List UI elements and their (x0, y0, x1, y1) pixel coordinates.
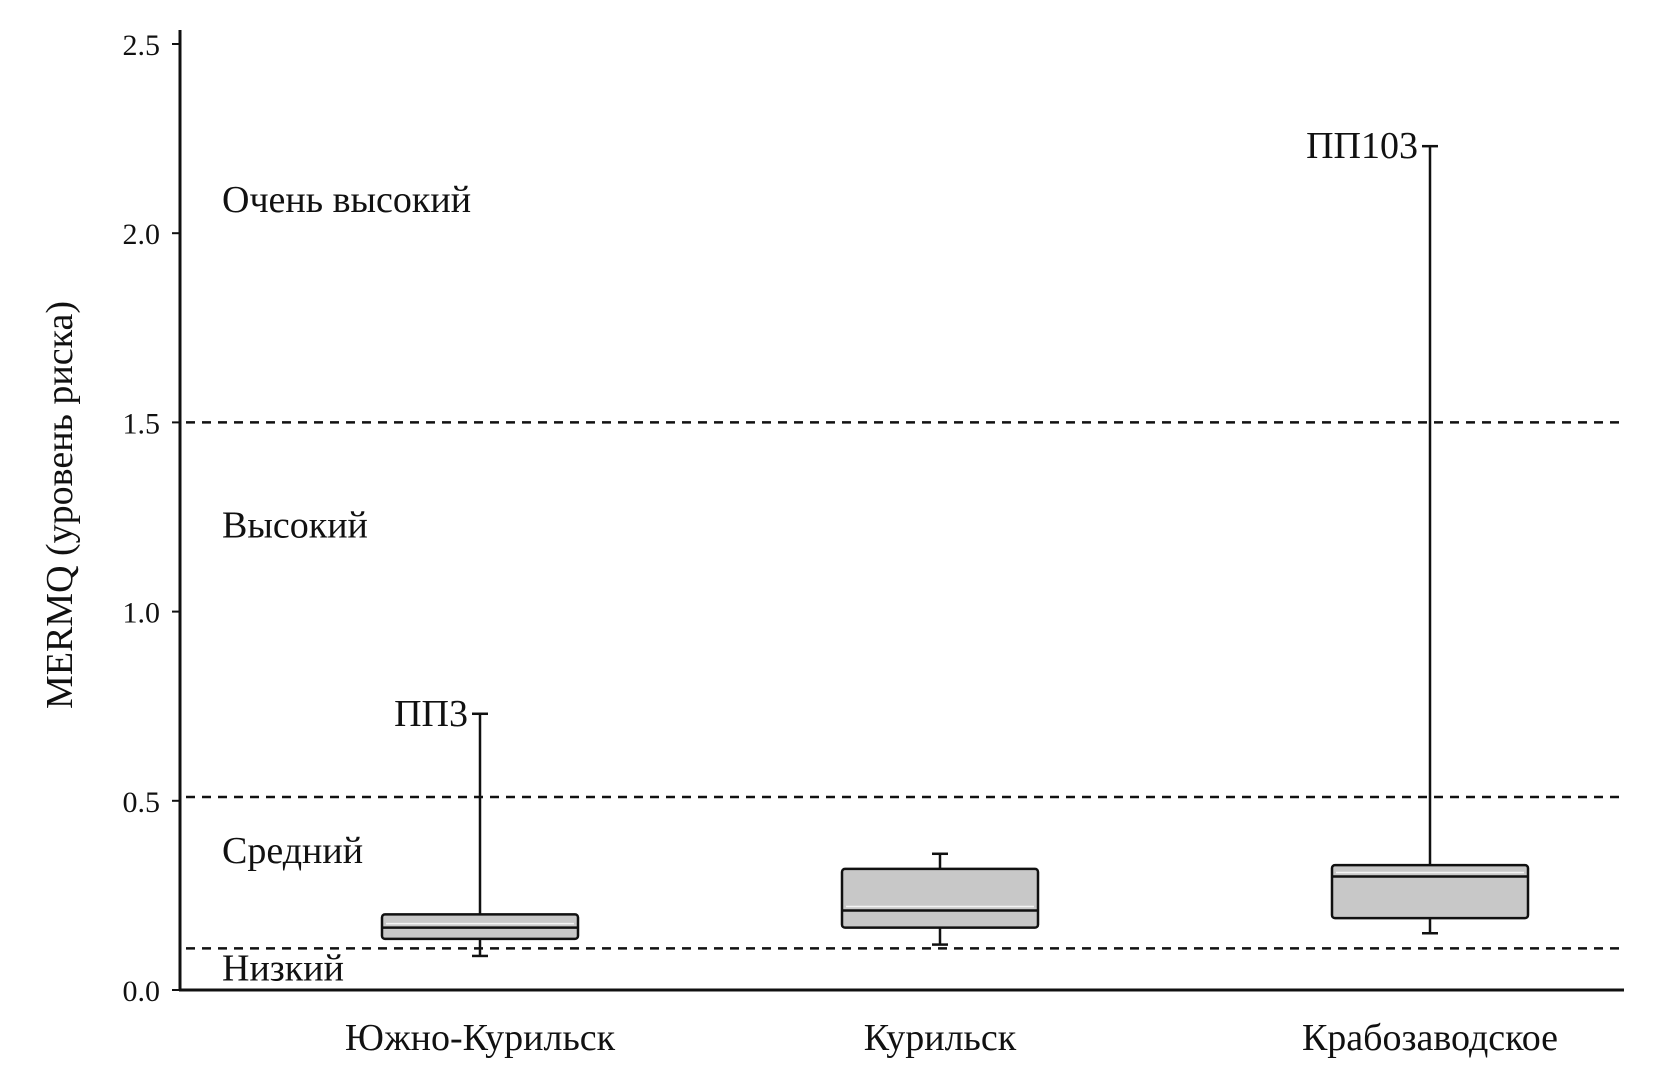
y-axis-label: MERMQ (уровень риска) (39, 301, 81, 709)
y-tick-label: 2.0 (123, 218, 161, 251)
zone-label: Высокий (222, 505, 368, 547)
box-group: ПП3 (380, 693, 580, 958)
x-category-label: Крабозаводское (1302, 1017, 1558, 1059)
boxes: ПП3 ПП103 (380, 125, 1530, 958)
box-group (840, 852, 1040, 946)
zone-label: Средний (222, 830, 363, 872)
x-category-label: Курильск (864, 1017, 1017, 1059)
iqr-box (1330, 863, 1530, 920)
y-tick-label: 1.5 (123, 407, 161, 440)
iqr-box (840, 867, 1040, 929)
y-tick-label: 1.0 (123, 597, 161, 630)
outlier-label: ПП3 (394, 693, 468, 735)
x-category-label: Южно-Курильск (345, 1017, 616, 1059)
zone-label: Очень высокий (222, 179, 471, 221)
box-group: ПП103 (1306, 125, 1530, 935)
y-tick-label: 2.5 (123, 29, 161, 62)
y-tick-label: 0.0 (123, 975, 161, 1008)
y-tick-label: 0.5 (123, 786, 161, 819)
outlier-label: ПП103 (1306, 125, 1418, 167)
zone-label: Низкий (222, 947, 344, 989)
